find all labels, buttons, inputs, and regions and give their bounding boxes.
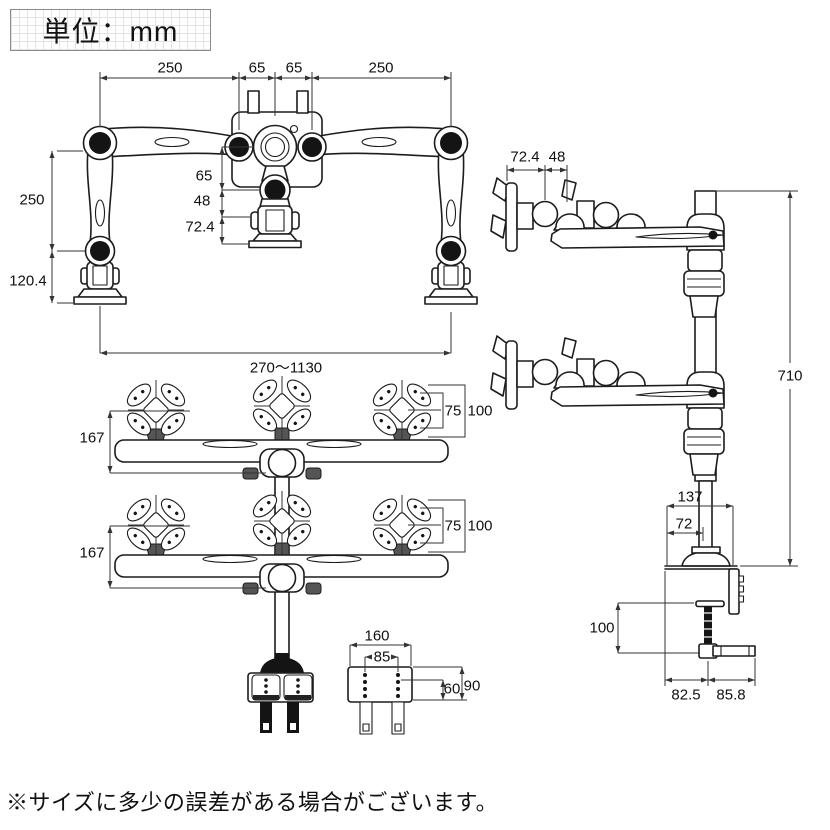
top-view-row-upper [115,376,448,479]
dim-front-top-left-arm: 250 [157,60,182,77]
dim-side-front-depth: 82.5 [671,687,700,704]
dim-front-top-right-arm: 250 [368,60,393,77]
top-view-upper-dimensions: 167 75 100 [79,384,493,474]
unit-label-box: 単位：mm [10,9,211,51]
dim-front-collar-to-base: 72.4 [185,219,214,236]
dim-side-joint-depth: 48 [549,149,566,166]
dim-base-outer-height: 90 [464,678,481,695]
top-view-figures [115,376,448,661]
top-view-row-lower [115,491,448,594]
dim-front-top-right-center: 65 [286,60,303,77]
top-view-lower-dimensions: 167 75 100 [79,499,493,589]
dim-base-hole-pitch: 85 [374,649,391,666]
dim-side-screw-height: 100 [589,620,614,637]
dim-side-pole-height: 710 [777,368,802,385]
dim-front-hub-to-joint: 65 [196,168,213,185]
dim-top-lower-vesa-inner: 75 [445,518,462,535]
front-view-dimensions: 250 65 65 250 250 120.4 65 48 72.4 [9,60,452,377]
dim-front-left-upper-arm: 250 [19,192,44,209]
base-front-figure [247,658,314,733]
dim-front-width-range: 270〜1130 [250,360,322,377]
unit-label: 単位：mm [42,16,179,47]
dim-top-lower-arm-depth: 167 [79,545,104,562]
dim-base-inner-height: 60 [444,681,461,698]
dim-side-clamp-offset: 72 [676,516,693,533]
dim-front-joint-to-collar: 48 [194,193,211,210]
front-view-figure [73,90,478,305]
dim-side-vesa-depth: 72.4 [510,149,539,166]
dim-top-upper-vesa-outer: 100 [467,403,492,420]
dim-top-upper-vesa-inner: 75 [445,403,462,420]
side-view-figure [490,177,756,659]
dim-base-width: 160 [364,628,389,645]
dim-side-rear-depth: 85.8 [716,687,745,704]
dim-top-upper-arm-depth: 167 [79,430,104,447]
base-dimension-figure [347,666,413,735]
base-detail-dimensions: 160 85 60 90 [349,628,481,701]
dim-front-top-left-center: 65 [249,60,266,77]
dim-side-clamp-width: 137 [677,489,702,506]
size-disclaimer-note: ※サイズに多少の誤差がある場合がございます。 [6,790,499,815]
side-view-dimensions: 72.4 48 710 137 72 100 [506,149,803,704]
dim-front-left-lower-base: 120.4 [9,273,47,290]
dim-top-lower-vesa-outer: 100 [467,518,492,535]
